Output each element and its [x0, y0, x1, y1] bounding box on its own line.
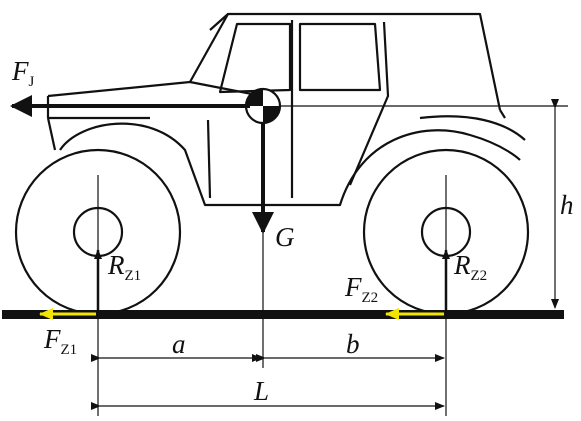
vehicle-body — [46, 12, 526, 207]
ground-line — [2, 310, 564, 319]
front-friction-label: FZ1 — [43, 324, 77, 358]
rear-friction-label: FZ2 — [344, 272, 378, 306]
cg-height-label: h — [560, 190, 574, 220]
gravity-label: G — [275, 222, 295, 252]
rear-distance-label: b — [346, 329, 360, 359]
wheelbase-label: L — [253, 376, 269, 406]
front-normal-label: RZ1 — [107, 250, 141, 284]
rear-normal-label: RZ2 — [453, 250, 487, 284]
center-of-gravity-icon — [244, 87, 282, 125]
front-distance-label: a — [172, 329, 186, 359]
inertia-force-label: FJ — [11, 56, 35, 90]
